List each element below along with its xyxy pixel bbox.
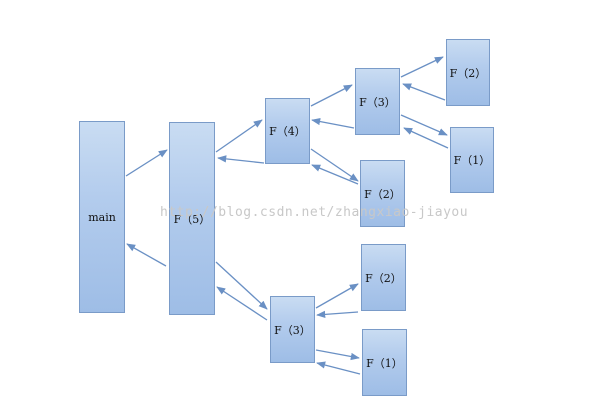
node-f2a-label: F（2） xyxy=(449,66,487,80)
arrow-f4-to-f2b xyxy=(310,148,359,182)
watermark-text: http://blog.csdn.net/zhangxiao-jiayou xyxy=(160,205,469,220)
arrow-f5-to-f3b xyxy=(215,261,268,310)
arrow-f5-to-f4 xyxy=(215,119,263,153)
arrow-f3b-to-f2c xyxy=(315,283,359,309)
node-f3a-label: F（3） xyxy=(359,95,396,109)
node-f2c: F（2） xyxy=(361,244,406,311)
node-f4: F（4） xyxy=(265,98,310,164)
node-f5-label: F（5） xyxy=(173,212,211,226)
node-main: main xyxy=(79,121,125,313)
arrow-f4-to-f5 xyxy=(217,155,265,164)
arrow-f1b-to-f3b xyxy=(316,361,361,375)
node-f1b: F（1） xyxy=(362,329,407,396)
arrow-f4-to-f3a xyxy=(310,84,353,107)
node-f3b: F（3） xyxy=(270,296,315,363)
node-f3a: F（3） xyxy=(355,68,400,135)
node-f2a: F（2） xyxy=(446,39,490,106)
arrow-f2c-to-f3b xyxy=(316,310,359,319)
node-f1a-label: F（1） xyxy=(453,154,491,167)
arrow-f2a-to-f3a xyxy=(402,83,446,101)
arrow-f3a-to-f4 xyxy=(311,117,355,129)
node-f1a: F（1） xyxy=(450,127,494,193)
node-f2c-label: F（2） xyxy=(365,271,402,285)
node-f4-label: F（4） xyxy=(269,125,306,138)
node-f2b-label: F（2） xyxy=(364,187,401,201)
node-f1b-label: F（1） xyxy=(366,356,403,370)
arrow-f3a-to-f2a xyxy=(400,56,444,78)
arrow-f3b-to-f1b xyxy=(315,349,360,361)
arrow-main-to-f5 xyxy=(125,149,168,177)
arrow-f2b-to-f4 xyxy=(311,164,359,185)
node-f5: F（5） xyxy=(169,122,215,315)
arrow-f1a-to-f3a xyxy=(403,127,449,149)
arrow-f3a-to-f1a xyxy=(400,114,448,136)
node-f2b: F（2） xyxy=(360,160,405,227)
node-f3b-label: F（3） xyxy=(274,323,311,337)
arrow-f5-to-main xyxy=(126,243,167,267)
node-main-label: main xyxy=(88,210,116,224)
arrow-f3b-to-f5 xyxy=(216,286,268,321)
